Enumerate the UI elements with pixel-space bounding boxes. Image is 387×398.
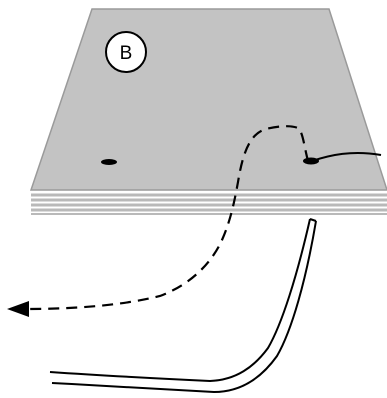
panel-label-text: B	[120, 43, 133, 64]
panel-label: B	[105, 31, 147, 73]
thread-dashed-path	[25, 125, 310, 311]
paper-stack	[31, 190, 387, 216]
panel-label-circle	[105, 31, 147, 73]
arrow-head	[7, 301, 29, 317]
top-sheet	[29, 8, 387, 191]
needle-strip-tip	[309, 218, 317, 222]
left-hole	[101, 159, 117, 165]
needle-strip-inner	[49, 218, 311, 383]
needle-strip-outer	[51, 220, 317, 394]
thread-exit	[311, 152, 382, 162]
